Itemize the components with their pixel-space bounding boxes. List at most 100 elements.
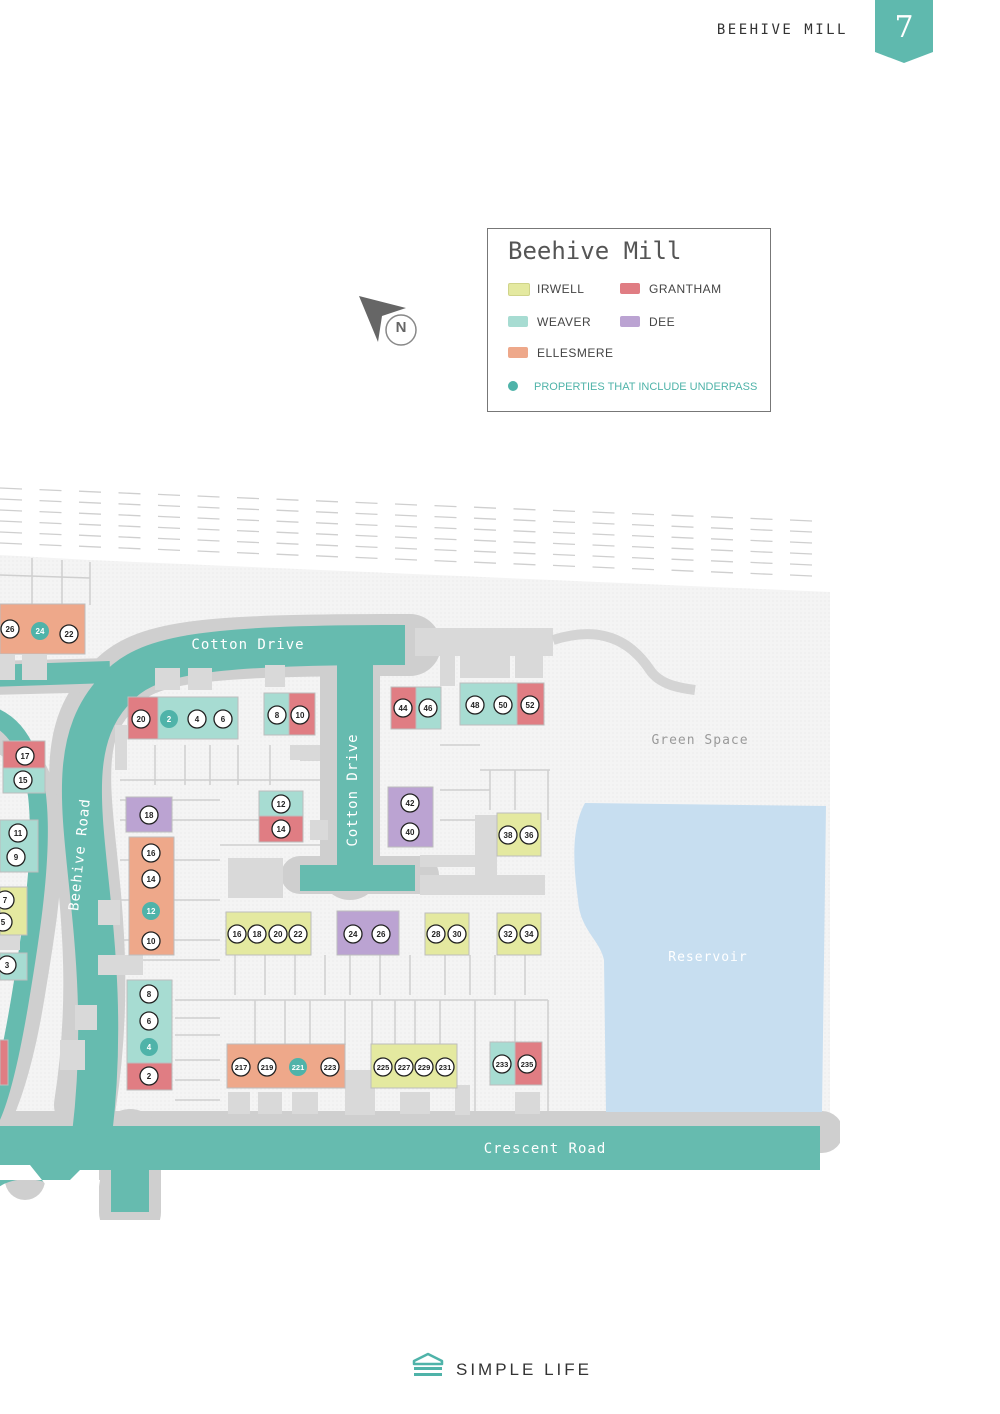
underpass-dot-icon: [508, 381, 518, 391]
svg-text:10: 10: [147, 937, 156, 946]
svg-text:32: 32: [504, 930, 513, 939]
hatch-line: [434, 537, 457, 541]
hatch-line: [355, 512, 378, 516]
svg-text:225: 225: [377, 1063, 390, 1072]
hatch-line: [513, 541, 536, 544]
hatch-line: [750, 517, 773, 521]
plot-marker: 8: [267, 705, 287, 725]
hatch-line: [710, 549, 734, 552]
hatch-line: [394, 525, 418, 528]
hatch-line: [552, 509, 576, 513]
hatch-line: [315, 522, 339, 525]
legend-swatch: [508, 347, 528, 358]
plot-marker: 44: [393, 698, 413, 718]
plot-marker: 50: [493, 695, 513, 715]
hatch-line: [434, 548, 457, 552]
hatch-line: [39, 543, 62, 547]
legend-item-underpass: PROPERTIES THAT INCLUDE UNDERPASS: [508, 381, 757, 393]
hatch-line: [552, 520, 576, 524]
hatch-line: [0, 542, 23, 545]
hatch-line: [315, 555, 339, 558]
plot-marker-underpass: 4: [140, 1038, 158, 1056]
plot-marker: 18: [247, 924, 267, 944]
svg-text:46: 46: [424, 704, 433, 713]
svg-text:3: 3: [5, 961, 10, 970]
legend-label: ELLESMERE: [537, 346, 614, 360]
beehive-road-west: [0, 661, 111, 687]
hatch-line: [513, 563, 536, 566]
legend-swatch: [620, 316, 640, 327]
plot-marker: 20: [131, 709, 151, 729]
svg-text:15: 15: [19, 776, 28, 785]
hatch-line: [157, 548, 181, 552]
plot-marker: 46: [418, 698, 438, 718]
hatch-line: [513, 519, 536, 522]
hatch-line: [710, 571, 734, 574]
hatch-line: [750, 528, 773, 532]
hatch-line: [0, 531, 23, 534]
svg-text:22: 22: [65, 630, 74, 639]
hatch-line: [394, 503, 418, 506]
hatch-line: [236, 507, 260, 511]
hatch-line: [236, 496, 260, 500]
hatch-line: [157, 537, 181, 541]
svg-text:50: 50: [499, 701, 508, 710]
svg-text:26: 26: [6, 625, 15, 634]
hatch-line: [710, 560, 734, 563]
svg-text:24: 24: [349, 930, 358, 939]
hatch-line: [118, 536, 141, 539]
hatch-line: [157, 493, 181, 497]
plot-marker: 2: [139, 1066, 159, 1086]
hatch-line: [789, 530, 813, 533]
hatch-line: [78, 545, 102, 548]
hatch-line: [118, 547, 141, 550]
hatch-line: [671, 514, 694, 517]
hatch-line: [39, 510, 62, 514]
crescent-road-label: Crescent Road: [484, 1141, 607, 1157]
svg-text:235: 235: [521, 1060, 534, 1069]
hatch-line: [0, 509, 23, 512]
legend-label: DEE: [649, 315, 676, 329]
page-number: 7: [894, 10, 914, 45]
hatch-line: [236, 540, 260, 544]
plot-marker: 6: [139, 1011, 159, 1031]
hatch-line: [710, 516, 734, 519]
hatch-line: [592, 522, 615, 525]
plot-marker: 231: [435, 1057, 455, 1077]
legend-label: GRANTHAM: [649, 282, 722, 296]
svg-text:2: 2: [167, 715, 172, 724]
hatch-line: [236, 551, 260, 555]
hatch-line: [394, 514, 418, 517]
hatch-line: [197, 528, 220, 531]
hatch-line: [789, 541, 813, 544]
green-space-label: Green Space: [651, 733, 748, 748]
hatch-line: [39, 488, 62, 492]
hatch-line: [789, 563, 813, 566]
plot-marker-underpass: 24: [31, 622, 49, 640]
svg-text:227: 227: [398, 1063, 411, 1072]
plot-marker: 3: [0, 955, 17, 975]
roads: [0, 625, 820, 1212]
hatch-line: [276, 498, 299, 501]
plot-marker: 225: [373, 1057, 393, 1077]
svg-text:30: 30: [453, 930, 462, 939]
hatch-line: [315, 500, 339, 503]
plot-marker: 18: [139, 805, 159, 825]
hatch-line: [157, 515, 181, 519]
svg-text:38: 38: [504, 831, 513, 840]
hatch-line: [789, 574, 813, 577]
hatch-line: [276, 553, 299, 556]
plot-marker: 15: [13, 770, 33, 790]
svg-text:4: 4: [195, 715, 200, 724]
legend-label: WEAVER: [537, 315, 592, 329]
hatch-line: [197, 495, 220, 498]
svg-text:44: 44: [399, 704, 408, 713]
svg-text:233: 233: [496, 1060, 509, 1069]
plot-marker: 7: [0, 890, 15, 910]
svg-text:26: 26: [377, 930, 386, 939]
svg-text:17: 17: [21, 752, 30, 761]
hatch-line: [710, 538, 734, 541]
svg-text:7: 7: [3, 896, 8, 905]
green-space-path: [551, 629, 696, 695]
hatch-line: [78, 490, 102, 493]
